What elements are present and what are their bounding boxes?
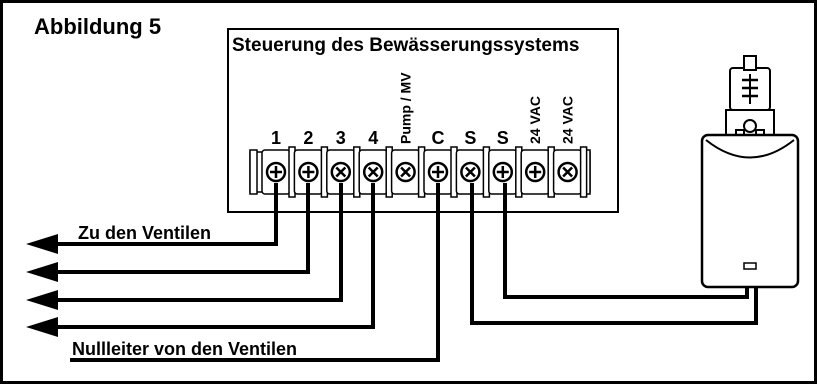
wire-sensor-1	[470, 183, 758, 325]
sensor-knob	[743, 55, 757, 71]
wire-sensor-2	[503, 183, 749, 299]
sensor-led-icon	[743, 262, 757, 270]
arrow-zone-2	[26, 262, 58, 282]
controller-title: Steuerung des Bewässerungssystems	[232, 35, 579, 56]
terminal-label-2: 2	[303, 128, 313, 148]
terminal-screw-slot-5	[400, 166, 411, 178]
arrow-zone-3	[26, 290, 58, 310]
terminal-screws	[261, 146, 588, 198]
figure-title: Abbildung 5	[34, 14, 161, 39]
sensor-body	[700, 133, 800, 289]
sensor-clip-hole	[743, 119, 757, 133]
wire-common	[70, 183, 440, 362]
arrowheads	[26, 234, 58, 337]
terminal-screw-slot-9	[529, 166, 542, 178]
arrow-zone-4	[26, 317, 58, 337]
wire-label-neutral: Nullleiter von den Ventilen	[72, 339, 297, 359]
terminal-label-4: 4	[368, 128, 378, 148]
wires	[50, 183, 758, 362]
terminal-label-1: 1	[271, 128, 281, 148]
terminal-label-9: 24 VAC	[527, 96, 543, 144]
wire-zone-3	[50, 183, 343, 302]
terminal-label-3: 3	[336, 128, 346, 148]
terminal-screw-slot-4	[367, 166, 379, 178]
rain-sensor-device	[700, 55, 800, 289]
terminal-screw-slot-6	[432, 166, 444, 178]
wire-zone-4	[50, 183, 375, 329]
terminal-separator-10	[579, 146, 588, 198]
wire-zone-2	[50, 183, 310, 274]
terminal-screw-slot-8	[496, 166, 509, 178]
terminal-screw-slot-10	[562, 166, 573, 178]
terminal-screw-slot-1	[270, 166, 282, 178]
terminal-label-8: S	[497, 128, 509, 148]
terminal-label-5: Pump / MV	[398, 72, 414, 144]
terminal-screw-slot-7	[465, 166, 476, 178]
terminal-label-6: C	[432, 128, 445, 148]
wire-label-valves: Zu den Ventilen	[78, 223, 211, 243]
terminal-screw-slot-2	[302, 166, 315, 178]
arrow-zone-1	[26, 234, 58, 254]
wire-zone-1	[50, 183, 278, 246]
terminal-screw-slot-3	[335, 166, 347, 178]
terminal-label-10: 24 VAC	[560, 96, 576, 144]
strip-end-left	[249, 149, 258, 195]
terminal-label-7: S	[464, 128, 476, 148]
sensor-body-curve	[705, 139, 795, 159]
